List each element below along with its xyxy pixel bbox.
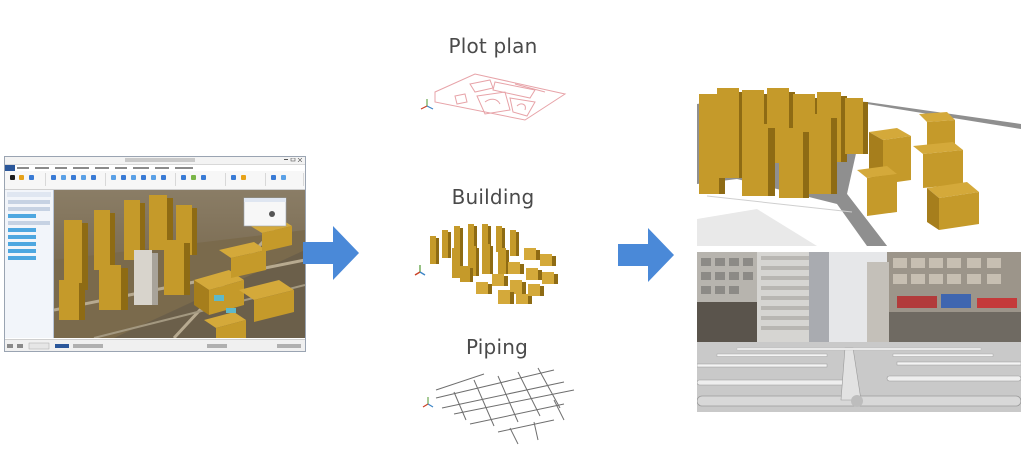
ribbon-tool-icon[interactable] xyxy=(71,175,76,180)
panel-row[interactable] xyxy=(8,221,50,225)
ribbon-group xyxy=(175,173,226,186)
panel-row-selected[interactable] xyxy=(8,235,36,239)
ribbon-tool-icon[interactable] xyxy=(61,175,66,180)
low-block-models xyxy=(476,248,558,304)
ribbon-tool-icon[interactable] xyxy=(231,175,236,180)
ribbon-tool-icon[interactable] xyxy=(141,175,146,180)
ribbon-group xyxy=(45,173,106,186)
right-arrow-icon xyxy=(303,226,359,280)
ribbon-group xyxy=(265,173,304,186)
ribbon-tool-icon[interactable] xyxy=(29,175,34,180)
axis-triad-icon xyxy=(414,265,426,276)
panel-row-selected[interactable] xyxy=(8,228,36,232)
software-screenshot xyxy=(4,156,306,352)
ribbon-tool-icon[interactable] xyxy=(131,175,136,180)
ribbon-tool-icon[interactable] xyxy=(111,175,116,180)
ribbon-tool-icon[interactable] xyxy=(191,175,196,180)
panel-row-selected[interactable] xyxy=(8,214,36,218)
ribbon-group xyxy=(5,173,46,186)
ribbon-tool-icon[interactable] xyxy=(201,175,206,180)
window-controls-icon[interactable] xyxy=(284,158,302,162)
plot-plan-label: Plot plan xyxy=(448,34,538,58)
app-statusbar xyxy=(5,339,305,351)
ribbon-tool-icon[interactable] xyxy=(51,175,56,180)
building-render xyxy=(697,84,1021,246)
select-tool-icon[interactable] xyxy=(10,175,15,180)
app-menubar xyxy=(5,165,305,171)
piping-label: Piping xyxy=(465,335,528,359)
app-title-placeholder xyxy=(125,158,195,162)
ribbon-tool-icon[interactable] xyxy=(121,175,126,180)
axis-triad-icon xyxy=(422,397,434,408)
app-titlebar xyxy=(5,157,305,165)
pipe-network xyxy=(697,347,1021,407)
axis-triad-icon xyxy=(420,99,434,110)
ribbon-tool-icon[interactable] xyxy=(241,175,246,180)
panel-row-selected[interactable] xyxy=(8,249,36,253)
floating-dialog xyxy=(243,197,287,227)
ribbon-tool-icon[interactable] xyxy=(281,175,286,180)
panel-row[interactable] xyxy=(8,207,50,211)
properties-panel xyxy=(5,190,54,338)
city-model-render xyxy=(54,190,305,338)
tower-group xyxy=(59,195,197,320)
ribbon-group xyxy=(105,173,176,186)
tower-models xyxy=(430,224,519,282)
ribbon-tool-icon[interactable] xyxy=(151,175,156,180)
building-label: Building xyxy=(451,185,535,209)
panel-row-selected[interactable] xyxy=(8,256,36,260)
low-block-group xyxy=(194,218,294,338)
ribbon-tool-icon[interactable] xyxy=(91,175,96,180)
ribbon-tool-icon[interactable] xyxy=(161,175,166,180)
ribbon-tool-icon[interactable] xyxy=(271,175,276,180)
right-arrow-icon xyxy=(618,228,674,282)
panel-header xyxy=(7,192,51,197)
3d-viewport[interactable] xyxy=(54,190,305,338)
street-level-render xyxy=(697,252,1021,412)
ribbon-tool-icon[interactable] xyxy=(19,175,24,180)
file-tab[interactable] xyxy=(5,165,15,171)
panel-row-selected[interactable] xyxy=(8,242,36,246)
panel-row[interactable] xyxy=(8,200,50,204)
piping-network xyxy=(422,367,575,445)
app-ribbon xyxy=(5,171,305,190)
ribbon-tool-icon[interactable] xyxy=(181,175,186,180)
ribbon-tool-icon[interactable] xyxy=(81,175,86,180)
building-models xyxy=(414,224,558,304)
menu-tabs[interactable] xyxy=(17,166,197,170)
ribbon-group xyxy=(225,173,266,186)
plot-plan-drawing xyxy=(420,73,567,121)
